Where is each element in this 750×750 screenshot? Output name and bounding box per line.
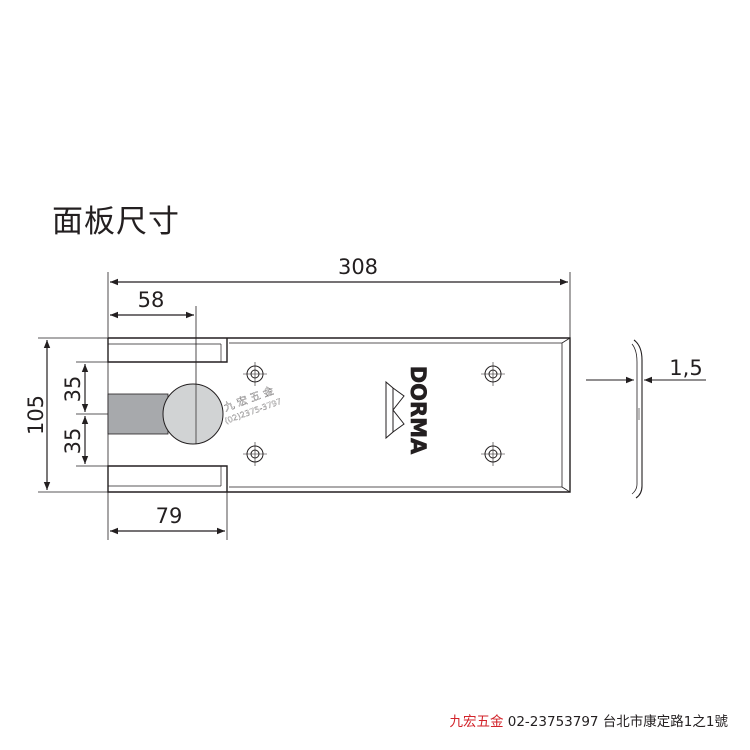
screw-hole-top-right <box>481 362 505 386</box>
footer: 九宏五金 02-23753797 台北市康定路1之1號 <box>449 710 728 730</box>
dim-label-308: 308 <box>338 255 378 279</box>
screw-hole-bottom-right <box>481 442 505 466</box>
footer-phone: 02-23753797 <box>507 714 599 730</box>
screw-holes <box>243 362 505 466</box>
dim-label-79: 79 <box>156 504 183 528</box>
dim-label-thickness: 1,5 <box>669 356 702 380</box>
footer-brand: 九宏五金 <box>449 714 504 730</box>
spindle-shaft <box>107 393 169 435</box>
plate-side-view <box>586 339 706 499</box>
dim-label-58: 58 <box>138 288 165 312</box>
plate-logo-text: DORMA <box>406 366 430 455</box>
watermark: 九 宏 五 金 (02)2375-3797 <box>222 384 283 426</box>
spindle-disc <box>162 383 224 445</box>
page-title: 面板尺寸 <box>52 204 180 240</box>
dim-label-105: 105 <box>24 395 48 435</box>
screw-hole-bottom-left <box>243 442 267 466</box>
plate-bevel <box>229 342 563 488</box>
dorma-logo: DORMA <box>385 365 430 455</box>
footer-address: 台北市康定路1之1號 <box>602 714 728 730</box>
screw-hole-top-left <box>243 362 267 386</box>
dim-label-35-lower: 35 <box>61 428 85 455</box>
dim-label-35-upper: 35 <box>61 376 85 403</box>
